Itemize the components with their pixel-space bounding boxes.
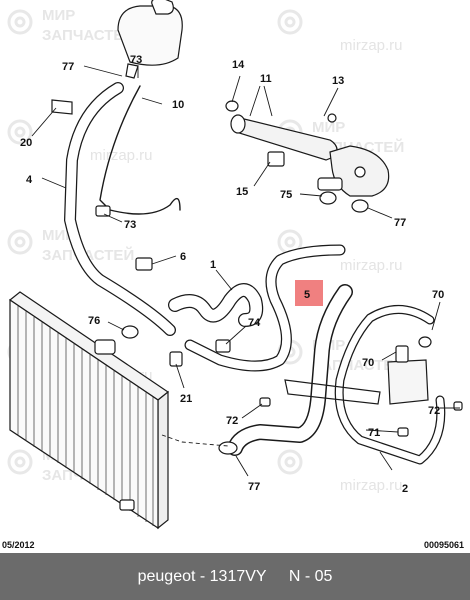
- callout-71: 71: [368, 427, 380, 439]
- cooling-system-diagram: МИР ЗАПЧАСТЕЙ МИР ЗАПЧАСТЕЙ МИР ЗАПЧАСТЕ…: [7, 0, 463, 530]
- callout-74: 75: [280, 189, 292, 201]
- hose-bracket: [284, 379, 381, 405]
- callout-5: 5: [304, 289, 310, 301]
- callout-6: 6: [180, 251, 186, 263]
- hose-4: [64, 82, 176, 336]
- caption-bar: peugeot - 1317VY N - 05: [0, 553, 470, 600]
- callout-1: 1: [210, 259, 216, 271]
- callout-72: 72: [226, 415, 238, 427]
- hose-1: [168, 283, 264, 327]
- watermark-url: mirzap.ru: [340, 37, 403, 54]
- highlight-box-5: [295, 280, 323, 306]
- callout-10: 10: [172, 99, 184, 111]
- callout-14: 14: [232, 59, 245, 71]
- watermark-line2: ЗАПЧАСТЕЙ: [42, 246, 134, 264]
- callout-73: 73: [124, 219, 136, 231]
- drawing-code: 00095061: [423, 540, 464, 550]
- callout-75: 74: [248, 317, 261, 329]
- expansion-tank: [117, 0, 183, 79]
- callout-13: 13: [332, 75, 344, 87]
- hoses: [64, 82, 446, 465]
- watermark-url: mirzap.ru: [340, 477, 403, 494]
- callout-15: 15: [236, 186, 248, 198]
- callout-20: 20: [20, 137, 32, 149]
- watermark-line1: МИР: [42, 7, 75, 24]
- watermark-line2: ЗАПЧАСТЕЙ: [42, 26, 134, 44]
- thermostat-housing: [230, 113, 390, 197]
- callout-72: 72: [428, 405, 440, 417]
- watermark-line1: МИР: [312, 119, 345, 136]
- hose-5: [184, 244, 346, 372]
- caption-part-number: 1317VY: [209, 567, 267, 585]
- callout-2: 2: [402, 483, 408, 495]
- callout-77: 77: [394, 217, 406, 229]
- watermark-url: mirzap.ru: [90, 147, 153, 164]
- callout-11: 11: [260, 73, 272, 85]
- caption-brand: peugeot: [137, 567, 196, 585]
- watermark-line2: ЗАПЧАСТЕЙ: [312, 356, 404, 374]
- date-code: 05/2012: [2, 540, 35, 550]
- leader-lines: [31, 65, 460, 477]
- callouts: 77 73 10 14 11 13 20 4 15 75 77 73 6 1 5…: [20, 54, 444, 495]
- caption-separator: -: [195, 567, 210, 585]
- callout-74: 76: [88, 315, 100, 327]
- callout-70: 70: [432, 289, 444, 301]
- watermark-url: mirzap.ru: [340, 257, 403, 274]
- hose-10: [99, 85, 181, 215]
- callout-76: 77: [62, 61, 74, 73]
- hose-heater: [334, 305, 446, 465]
- callout-73: 73: [130, 54, 142, 66]
- callout-21: 21: [180, 393, 192, 405]
- auxiliary-reservoir: [387, 345, 429, 405]
- callout-77: 77: [248, 481, 260, 493]
- caption-spacer: [267, 568, 289, 586]
- caption-position: N - 05: [288, 567, 333, 585]
- radiator-fins: [17, 306, 154, 526]
- callout-4: 4: [26, 174, 33, 186]
- clamps: [51, 99, 463, 455]
- radiator: [8, 291, 170, 530]
- callout-70: 70: [362, 357, 374, 369]
- hose-2: [227, 284, 353, 456]
